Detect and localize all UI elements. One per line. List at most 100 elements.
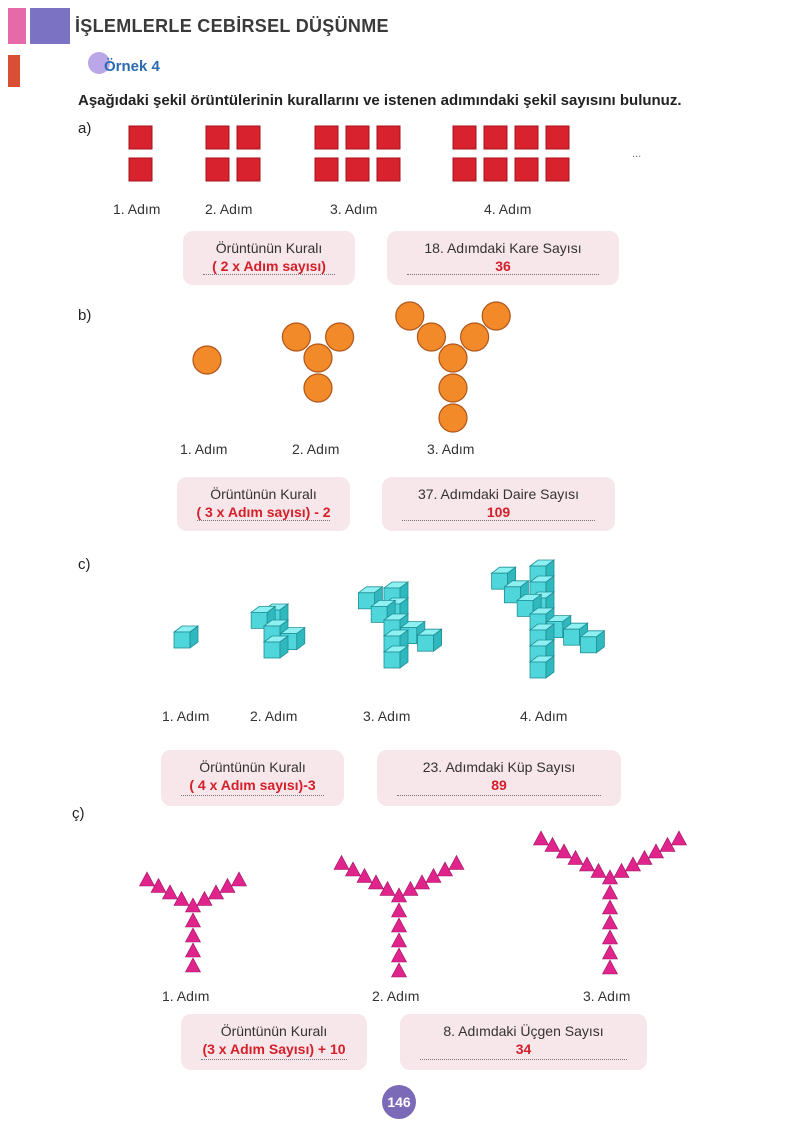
cube-side [596,630,605,654]
page-number: 146 [382,1085,416,1119]
triangle [555,843,573,859]
triangle [601,884,619,900]
triangle [207,884,225,900]
dotted-line [203,274,335,275]
section-b-label: b) [78,307,92,324]
triangle [344,861,362,877]
step-label: 4. Adım [484,201,532,217]
count-box-c: 23. Adımdaki Küp Sayısı 89 [377,750,621,806]
count-question: 8. Adımdaki Üçgen Sayısı [443,1023,604,1039]
cube-side [296,626,306,651]
step-label: 1. Adım [113,201,161,217]
cube-front [263,641,281,659]
example-label: Örnek 4 [104,58,160,75]
triangle [413,874,431,890]
square [314,157,339,182]
square [128,125,153,150]
step-label: 3. Adım [330,201,378,217]
cube-front [173,631,191,649]
count-box-d: 8. Adımdaki Üçgen Sayısı 34 [400,1014,647,1070]
cube-side [189,625,199,649]
cube-side [545,655,555,679]
dotted-line [402,520,595,521]
triangle [448,854,465,870]
triangle [601,959,619,975]
circle [395,301,425,331]
triangle [356,867,373,883]
triangle [532,830,550,846]
rule-answer: ( 4 x Adım sayısı)-3 [189,777,316,793]
triangle [390,962,408,978]
step-label: 2. Adım [372,988,420,1004]
step-label: 2. Adım [205,201,253,217]
triangle [436,861,454,877]
triangle [138,871,156,887]
cube-side [399,645,409,669]
triangle [659,836,676,852]
page-title: İŞLEMLERLE CEBİRSEL DÜŞÜNME [75,16,389,36]
triangle [379,880,396,896]
triangle [390,947,408,963]
triangle [333,854,350,870]
triangle [184,897,202,913]
square [452,125,477,150]
circle [303,373,333,403]
rule-box-b: Örüntünün Kuralı ( 3 x Adım sayısı) - 2 [177,477,350,531]
header-accent-red [8,55,20,87]
cube-front [563,628,580,646]
rule-answer: ( 3 x Adım sayısı) - 2 [196,504,331,520]
square [314,125,339,150]
triangle [544,836,561,852]
square [236,157,261,182]
triangle [402,880,419,896]
rule-title: Örüntünün Kuralı [199,759,306,775]
square [376,125,401,150]
triangle [670,830,688,846]
count-box-a: 18. Adımdaki Kare Sayısı 36 [387,231,619,285]
rule-answer: (3 x Adım Sayısı) + 10 [202,1041,346,1057]
triangle [219,877,236,893]
count-box-b: 37. Adımdaki Daire Sayısı 109 [382,477,615,531]
circle [481,301,511,331]
square [376,157,401,182]
triangle [590,862,607,878]
triangle [613,862,630,878]
triangle [196,890,213,906]
square [205,125,230,150]
circle [281,322,311,352]
rule-title: Örüntünün Kuralı [220,1023,328,1039]
cube-side [433,628,443,652]
step-label: 1. Adım [162,708,210,724]
triangle [390,887,408,903]
count-answer: 89 [491,777,507,793]
square [483,157,508,182]
triangle [184,957,202,973]
cube-front [417,634,435,652]
triangle [601,869,619,885]
triangles-pattern [138,830,688,978]
dotted-line [420,1059,627,1060]
section-a-label: a) [78,120,92,137]
triangle [601,944,619,960]
circle [460,322,490,352]
triangle [367,874,385,890]
triangle [601,914,619,930]
square [452,157,477,182]
count-answer: 36 [495,258,511,274]
circle [438,403,468,433]
step-label: 1. Adım [180,441,228,457]
square [236,125,261,150]
cube-front [529,661,547,679]
count-question: 37. Adımdaki Daire Sayısı [417,486,580,502]
square [545,157,570,182]
square [545,125,570,150]
step-label: 1. Adım [162,988,210,1004]
step-label: 2. Adım [250,708,298,724]
circles-pattern [192,301,511,433]
rule-box-c: Örüntünün Kuralı ( 4 x Adım sayısı)-3 [161,750,344,806]
square [514,157,539,182]
triangle [184,927,202,943]
squares-pattern [128,125,570,182]
triangle [390,902,408,918]
cube-front [383,651,401,669]
